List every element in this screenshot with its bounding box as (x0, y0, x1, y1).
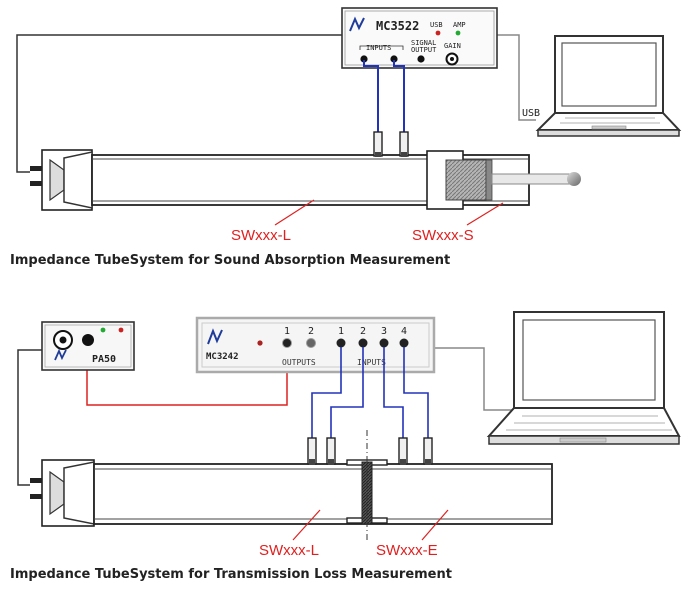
mic-cable-b4 (403, 347, 429, 440)
amp-signal-cable (86, 345, 288, 406)
amplifier-model: PA50 (92, 354, 116, 365)
signal-output-jack (417, 55, 425, 63)
speaker-bottom (30, 459, 95, 527)
inputs-bracket (359, 45, 404, 50)
output-jack-1 (282, 338, 292, 348)
usb-led (435, 30, 441, 36)
tube-label-s-top: SWxxx-S (412, 227, 474, 244)
input-number-4: 4 (401, 326, 407, 337)
input-jack-4 (399, 338, 409, 348)
outputs-label: OUTPUTS (282, 358, 316, 367)
output-number-2: 2 (308, 326, 314, 337)
microphones-bottom (307, 437, 433, 465)
gain-label: GAIN (444, 42, 461, 50)
tube-label-e-bottom: SWxxx-E (376, 542, 438, 559)
mic-cable-1 (363, 60, 379, 136)
mic-cable-b2 (330, 347, 364, 440)
mic-cable-2 (393, 60, 405, 136)
microphones-top (373, 131, 409, 157)
input-number-1: 1 (338, 326, 344, 337)
laptop-top (535, 35, 682, 137)
mic-cable-b3 (383, 347, 404, 440)
tube-label-l-top: SWxxx-L (231, 227, 291, 244)
amp-led (455, 30, 461, 36)
sample (445, 159, 487, 201)
brand-logo-icon (54, 348, 67, 361)
inputs-label-bottom: INPUTS (357, 358, 386, 367)
input-number-3: 3 (381, 326, 387, 337)
brand-logo-icon (207, 328, 223, 345)
input-jack-2 (390, 55, 398, 63)
tube-bottom (93, 430, 553, 540)
input-jack-3 (379, 338, 389, 348)
amp-led-label: AMP (453, 21, 466, 29)
analyzer-model: MC3522 (376, 19, 419, 33)
caption-transmission: Impedance TubeSystem for Transmission Lo… (10, 567, 452, 582)
speaker-cable-bottom (17, 349, 43, 486)
inputs-label: INPUTS (366, 44, 391, 52)
input-jack-1 (360, 55, 368, 63)
signal-output-label-1: SIGNAL (411, 39, 436, 47)
input-jack-1 (336, 338, 346, 348)
caption-absorption: Impedance TubeSystem for Sound Absorptio… (10, 253, 451, 268)
piston-knob (567, 172, 581, 186)
speaker-cable (16, 34, 344, 173)
analyzer-model-bottom: MC3242 (206, 352, 239, 362)
tube-label-l-bottom: SWxxx-L (259, 542, 319, 559)
analyzer-mc3522: MC3522 USB AMP INPUTS SIGNAL OUTPUT GAIN (341, 7, 498, 69)
amp-led-red (118, 327, 124, 333)
power-led (257, 340, 263, 346)
speaker-top (30, 149, 93, 211)
signal-output-label-2: OUTPUT (411, 46, 437, 54)
input-number-2: 2 (360, 326, 366, 337)
input-jack-2 (358, 338, 368, 348)
usb-label: USB (522, 108, 540, 119)
mic-cable-b1 (311, 347, 342, 440)
usb-cable (496, 34, 536, 121)
laptop-bottom (486, 311, 681, 445)
amp-led-green (100, 327, 106, 333)
usb-led-label: USB (430, 21, 443, 29)
brand-logo-icon (349, 16, 365, 32)
output-number-1: 1 (284, 326, 290, 337)
usb-cable-bottom (434, 347, 517, 411)
output-jack-2 (306, 338, 316, 348)
tube-top (91, 150, 581, 210)
absorption-setup: USB MC3522 USB AMP INPUTS SIGNAL OUTPUT … (16, 7, 682, 244)
analyzer-mc3242: MC3242 1 2 OUTPUTS 1 2 3 4 INPUTS (195, 316, 436, 374)
amplifier-pa50: PA50 (41, 321, 135, 371)
transmission-setup: PA50 MC3242 1 2 OUTPUTS 1 2 3 4 INPUTS (17, 311, 681, 559)
